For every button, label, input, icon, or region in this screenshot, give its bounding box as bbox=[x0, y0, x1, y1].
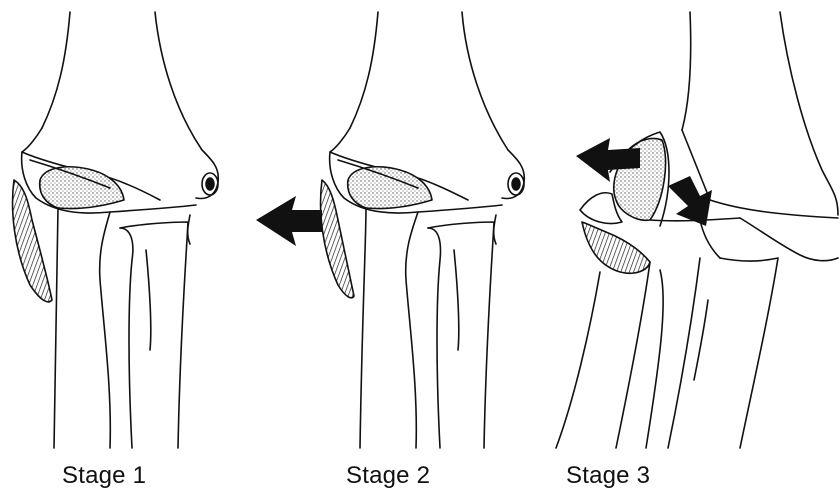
tension-arrow bbox=[668, 176, 712, 226]
stage-3-label: Stage 3 bbox=[566, 462, 650, 490]
humerus-outline bbox=[42, 12, 70, 128]
stage-1-figure bbox=[13, 12, 219, 448]
stage-3-figure bbox=[556, 12, 838, 448]
stippled-fragment bbox=[40, 167, 124, 209]
stage-1-label: Stage 1 bbox=[62, 462, 146, 490]
stage-2-figure bbox=[321, 12, 525, 448]
ulna-outline bbox=[54, 208, 58, 448]
valgus-force-arrow bbox=[256, 196, 322, 246]
stage-2-label: Stage 2 bbox=[346, 462, 430, 490]
